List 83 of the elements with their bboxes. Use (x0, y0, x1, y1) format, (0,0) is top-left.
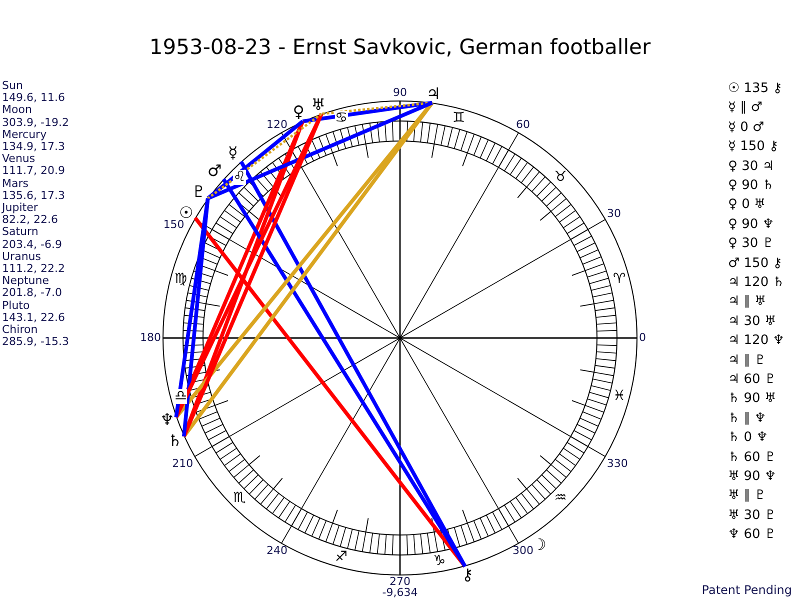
degree-label: 210 (172, 458, 194, 470)
aspect-entry: ♅ 30 ♇ (728, 506, 776, 525)
coordinates: 111.2, 22.2 (2, 263, 65, 275)
degree-label: 120 (266, 119, 288, 132)
planet-name: Sun (2, 80, 23, 92)
degree-label: 180 (140, 332, 161, 344)
footer-note: Patent Pending (702, 583, 792, 597)
planet-glyph: ♂ (206, 162, 224, 180)
zodiac-glyph: ♍ (174, 272, 188, 287)
degree-label: 240 (266, 544, 288, 557)
aspect-entry: ♃ ∥ ♇ (728, 352, 766, 370)
aspect-line (207, 100, 433, 200)
aspect-entry: ♂ 150 ⚷ (728, 254, 782, 273)
aspect-entry: ♅ ∥ ♇ (728, 487, 766, 506)
degree-label: 60 (516, 119, 530, 132)
planet-glyph: ☽ (532, 536, 547, 554)
aspect-entry: ♄ 0 ♆ (728, 429, 768, 448)
aspect-entry: ♀ 30 ♇ (728, 235, 774, 254)
zodiac-glyph: ♌ (233, 170, 246, 185)
aspect-entry: ♃ 60 ♇ (728, 371, 776, 389)
degree-label: 300 (512, 544, 534, 557)
aspect-entry: ☿ ∥ ♂ (728, 99, 762, 118)
planet-name: Uranus (2, 250, 41, 263)
aspect-line (174, 198, 210, 418)
chart-title: 1953-08-23 - Ernst Savkovic, German footballer (148, 34, 652, 60)
coordinates: 143.1, 22.6 (2, 312, 65, 324)
zodiac-glyph: ♉ (554, 170, 567, 185)
degree-label: 90 (393, 87, 407, 99)
aspect-entry: ♄ 60 ♇ (728, 448, 776, 467)
aspect-entry: ♃ 30 ♅ (728, 312, 776, 331)
degree-label: 0 (639, 332, 646, 344)
aspect-entry: ♃ ∥ ♅ (728, 293, 766, 312)
aspect-entry: ♄ 90 ♅ (728, 390, 776, 408)
planet-glyph: ☿ (224, 144, 242, 162)
aspect-line (206, 120, 304, 200)
aspect-entry: ♀ 90 ♄ (728, 177, 774, 195)
degree-label: 270 (390, 576, 410, 588)
planet-glyph: ♆ (158, 411, 176, 430)
coordinates: 201.8, -7.0 (2, 287, 62, 300)
planet-name: Saturn (2, 226, 38, 238)
coordinates: 134.9, 17.3 (2, 141, 65, 153)
aspect-entry: ☉ 135 ⚷ (728, 80, 782, 98)
aspect-entry: ♅ 90 ♆ (728, 468, 776, 486)
planet-name: Mars (2, 178, 28, 190)
aspect-entry: ♀ 90 ♆ (728, 216, 774, 234)
planet-name: Mercury (2, 128, 47, 141)
coordinates: 82.2, 22.6 (2, 214, 58, 226)
planet-glyph: ♅ (309, 96, 328, 114)
aspect-entry: ☿ 0 ♂ (728, 118, 764, 137)
planet-name: Chiron (2, 324, 38, 336)
coordinates: 135.6, 17.3 (2, 190, 65, 202)
aspect-entry: ♃ 120 ♆ (728, 332, 784, 350)
aspect-line (194, 216, 467, 568)
coordinates: 285.9, -15.3 (2, 336, 69, 348)
aspect-entry: ☿ 150 ⚷ (728, 138, 779, 156)
planet-glyph: ♃ (424, 84, 442, 103)
zodiac-glyph: ♎ (174, 389, 188, 404)
zodiac-glyph: ♒ (554, 491, 567, 506)
aspect-entry: ♆ 60 ♇ (728, 526, 776, 544)
planet-name: Neptune (2, 275, 50, 288)
planet-name: Moon (2, 104, 32, 116)
planet-glyph: ♇ (190, 182, 208, 201)
degree-label: 150 (163, 219, 184, 232)
aspect-line (302, 100, 432, 124)
coordinates: 111.7, 20.9 (2, 165, 65, 178)
aspect-entry: ♃ 120 ♄ (728, 274, 784, 292)
planet-name: Jupiter (2, 202, 38, 214)
planet-glyph: ♀ (290, 103, 308, 122)
aspect-line (207, 112, 322, 200)
planet-name: Pluto (2, 300, 30, 312)
planet-glyph: ♄ (166, 432, 184, 450)
aspect-entry: ♀ 0 ♅ (728, 196, 766, 214)
planet-glyph: ⚷ (458, 566, 477, 584)
coordinates: 149.6, 11.6 (2, 92, 65, 104)
value-label: -9,634 (382, 587, 418, 599)
planet-name: Venus (2, 153, 36, 166)
zodiac-glyph: ♏ (233, 491, 246, 506)
coordinates: 303.9, -19.2 (2, 116, 69, 129)
aspect-entry: ♀ 30 ♃ (728, 158, 774, 176)
coordinates: 203.4, -6.9 (2, 238, 62, 251)
degree-label: 330 (606, 458, 628, 470)
aspect-entry: ♄ ∥ ♆ (728, 410, 766, 428)
degree-label: 30 (606, 208, 621, 220)
